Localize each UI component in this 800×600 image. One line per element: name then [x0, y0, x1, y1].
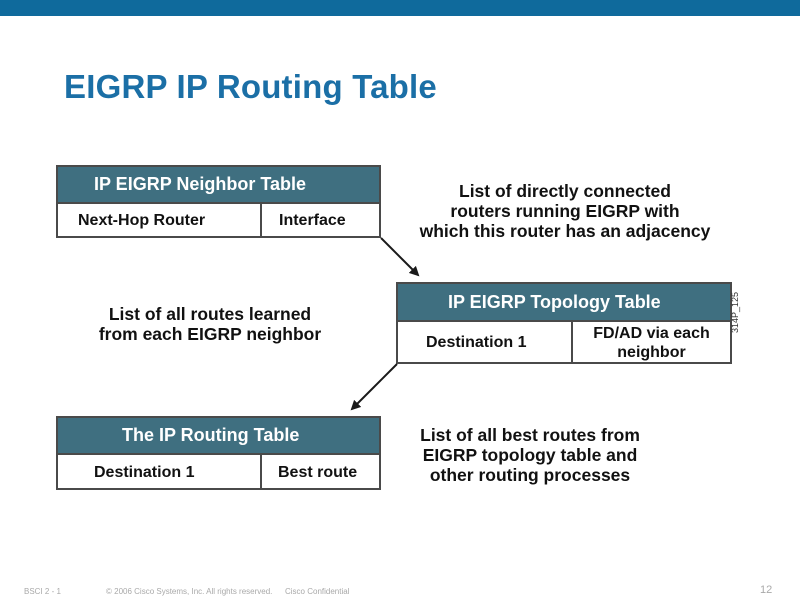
topology-fd-ad-text: FD/AD via each neighbor — [593, 325, 710, 361]
topology-destination-cell: Destination 1 — [426, 334, 527, 351]
arrow-topology-to-routing — [350, 363, 398, 411]
top-bar — [0, 0, 800, 16]
neighbor-table-row: Next-Hop Router Interface — [58, 204, 379, 238]
topology-description: List of all routes learned from each EIG… — [98, 304, 322, 344]
neighbor-next-hop-cell: Next-Hop Router — [78, 212, 206, 229]
footer-confidential: Cisco Confidential — [285, 587, 350, 596]
routing-table: The IP Routing Table Destination 1 Best … — [56, 416, 381, 490]
routing-table-row: Destination 1 Best route — [58, 455, 379, 490]
page-number: 12 — [760, 584, 773, 596]
slide-title: EIGRP IP Routing Table — [64, 68, 437, 105]
arrow-neighbor-to-topology — [380, 237, 420, 277]
routing-table-header: The IP Routing Table — [58, 418, 379, 455]
neighbor-description: List of directly connected routers runni… — [419, 181, 711, 241]
neighbor-interface-cell: Interface — [260, 204, 379, 238]
footer-course-code: BSCI 2 - 1 — [24, 587, 61, 596]
routing-destination-cell: Destination 1 — [94, 463, 195, 481]
topology-fd-ad-cell: FD/AD via each neighbor — [571, 322, 730, 364]
neighbor-table: IP EIGRP Neighbor Table Next-Hop Router … — [56, 165, 381, 238]
topology-table-header: IP EIGRP Topology Table — [398, 284, 730, 322]
routing-best-route-cell: Best route — [260, 455, 379, 490]
topology-table: IP EIGRP Topology Table Destination 1 FD… — [396, 282, 732, 364]
footer-copyright: © 2006 Cisco Systems, Inc. All rights re… — [106, 587, 273, 596]
routing-description: List of all best routes from EIGRP topol… — [420, 425, 640, 485]
topology-table-row: Destination 1 FD/AD via each neighbor — [398, 322, 730, 364]
neighbor-table-header: IP EIGRP Neighbor Table — [58, 167, 379, 204]
